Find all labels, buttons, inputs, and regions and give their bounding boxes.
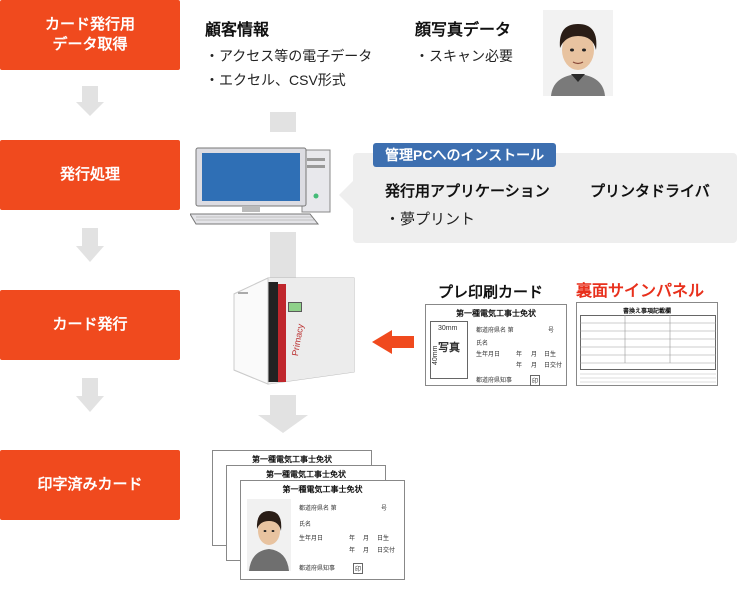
card-field: 日生 (544, 352, 557, 358)
card-field: 年 (349, 536, 356, 542)
card-printer-illustration (233, 277, 355, 385)
step-card-issue: カード発行 (0, 290, 180, 360)
card-field: 都道府県名 第 (299, 506, 337, 512)
card-field: 日生 (377, 536, 390, 542)
portrait-photo (543, 10, 613, 96)
card-title: 書換え事項記載欄 (622, 309, 671, 315)
feed-arrow (372, 330, 414, 354)
card-field: 年 (516, 352, 523, 358)
card-title: 第一種電気工事士免状 (266, 470, 346, 479)
card-field: 都道府県知事 (476, 378, 513, 384)
card-field: 月 (531, 352, 538, 358)
card-field: 氏名 (299, 522, 312, 528)
card-title: 第一種電気工事士免状 (456, 309, 536, 318)
back-panel-title: 裏面サインパネル (576, 283, 705, 300)
install-item-driver: プリンタドライバ (590, 183, 710, 200)
card-field: 号 (548, 328, 555, 334)
photo-frame (430, 321, 468, 379)
card-field: 生年月日 (299, 536, 324, 542)
photo-label: 写真 (438, 342, 460, 354)
preprinted-title: プレ印刷カード (438, 284, 544, 301)
down-arrow (76, 378, 104, 412)
step-printed-card: 印字済みカード (0, 450, 180, 520)
step-label: カード発行用 データ取得 (44, 15, 135, 53)
install-item-app: 発行用アプリケーション (385, 183, 550, 200)
photo-data-title: 顔写真データ (415, 22, 512, 39)
card-field: 生年月日 (476, 352, 501, 358)
card-field: 年 (516, 363, 523, 369)
step-label: 印字済みカード (37, 475, 143, 493)
card-field: 日交付 (377, 548, 396, 554)
card-title: 第一種電気工事士免状 (252, 455, 332, 464)
card-field: 月 (531, 363, 538, 369)
printed-card-front: 第一種電気工事士免状 都道府県名 第 号 氏名 生年月日 年 月 日生 年 月 … (240, 480, 405, 580)
card-field: 月 (363, 548, 370, 554)
step-data-acquisition: カード発行用 データ取得 (0, 0, 180, 70)
install-panel (339, 153, 737, 243)
down-arrow (76, 86, 104, 116)
card-field: 年 (349, 548, 356, 554)
step-label: カード発行 (52, 315, 128, 333)
card-field: 都道府県名 第 (476, 328, 514, 334)
photo-width: 30mm (438, 325, 458, 332)
step-issue-processing: 発行処理 (0, 140, 180, 210)
printed-portrait (247, 499, 291, 571)
card-field: 号 (381, 506, 388, 512)
photo-data-bullet: ・スキャン必要 (415, 48, 513, 64)
customer-info-title: 顧客情報 (205, 22, 270, 39)
preprinted-card: 第一種電気工事士免状 30mm 写真 40mm 都道府県名 第 号 氏名 生年月… (425, 304, 567, 386)
computer-illustration (190, 147, 331, 225)
install-sub: ・夢プリント (385, 211, 476, 228)
card-field: 都道府県知事 (299, 566, 336, 572)
card-title: 第一種電気工事士免状 (282, 485, 363, 494)
customer-info-bullet: ・エクセル、CSV形式 (205, 72, 346, 88)
card-field: 月 (363, 536, 370, 542)
photo-height: 40mm (432, 345, 439, 365)
card-field: 日交付 (544, 363, 563, 369)
sign-panel-grid (580, 315, 716, 383)
card-field: 印 (530, 375, 541, 386)
center-flow-arrow (258, 112, 308, 433)
install-tag: 管理PCへのインストール (373, 143, 557, 167)
customer-info-bullet: ・アクセス等の電子データ (205, 48, 373, 64)
step-label: 発行処理 (59, 165, 120, 183)
down-arrow (76, 228, 104, 262)
back-panel-card: 書換え事項記載欄 (576, 302, 718, 386)
card-field: 印 (353, 563, 364, 574)
card-field: 氏名 (476, 341, 489, 347)
